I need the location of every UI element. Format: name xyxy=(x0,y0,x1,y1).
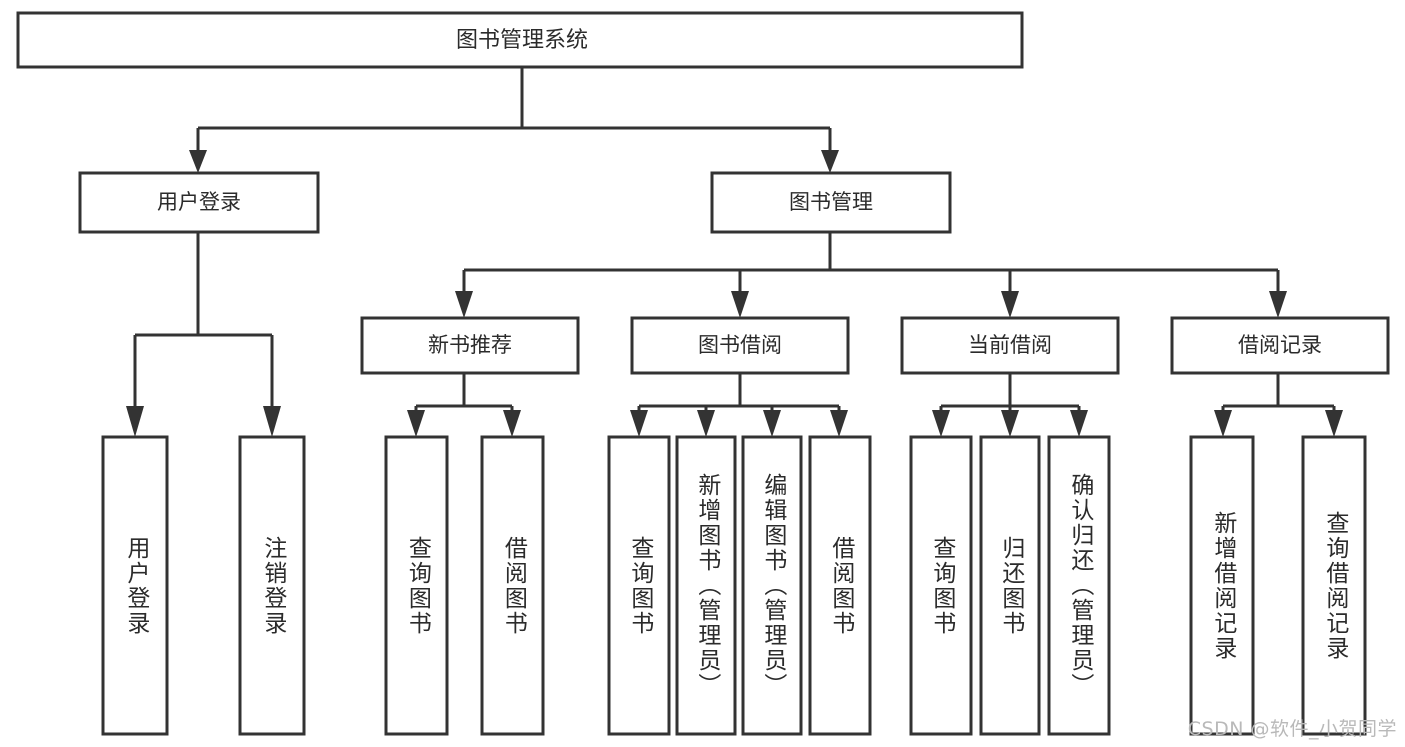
arrow-to-current-borrow xyxy=(1001,291,1019,318)
arrow-to-leaf-borrow-book-a xyxy=(503,410,521,437)
node-new-book-recommend-label: 新书推荐 xyxy=(428,333,512,357)
node-borrow-record-label: 借阅记录 xyxy=(1238,333,1322,357)
arrow-to-leaf-query-book-b xyxy=(630,410,648,437)
leaf-box-borrow-book-b[interactable] xyxy=(808,435,872,736)
arrow-to-new-book-rec xyxy=(455,291,473,318)
arrow-to-leaf-add-book xyxy=(697,410,715,437)
leaf-box-query-book-b[interactable] xyxy=(607,435,671,736)
watermark-text: CSDN @软件_小贺同学 xyxy=(1187,718,1397,740)
arrow-to-leaf-return-book xyxy=(1001,410,1019,437)
node-current-borrow-box[interactable] xyxy=(900,316,1120,375)
arrow-to-leaf-query-book-a xyxy=(407,410,425,437)
node-book-borrow-box[interactable] xyxy=(630,316,850,375)
arrow-to-leaf-confirm-return xyxy=(1070,410,1088,437)
node-root-label: 图书管理系统 xyxy=(456,28,588,53)
leaf-box-query-record[interactable] xyxy=(1301,435,1367,736)
leaf-box-query-book-c[interactable] xyxy=(909,435,973,736)
node-book-management-label: 图书管理 xyxy=(789,190,873,214)
arrow-to-book-borrow xyxy=(731,291,749,318)
leaf-box-borrow-book-a[interactable] xyxy=(480,435,545,736)
node-user-login-box[interactable] xyxy=(78,171,320,234)
node-user-login-label: 用户登录 xyxy=(157,190,241,214)
leaf-box-user-login[interactable] xyxy=(101,435,169,736)
node-book-management-box[interactable] xyxy=(710,171,952,234)
leaf-box-edit-book[interactable] xyxy=(741,435,803,736)
leaf-box-query-book-a[interactable] xyxy=(384,435,449,736)
arrow-to-leaf-query-record xyxy=(1325,410,1343,437)
node-current-borrow-label: 当前借阅 xyxy=(968,333,1052,357)
arrow-to-leaf-user-login xyxy=(126,406,144,437)
arrow-to-user-login xyxy=(189,150,207,173)
arrow-to-leaf-add-record xyxy=(1214,410,1232,437)
node-book-borrow-label: 图书借阅 xyxy=(698,333,782,357)
arrow-to-borrow-record xyxy=(1269,291,1287,318)
leaf-box-add-book[interactable] xyxy=(675,435,737,736)
connector-layer xyxy=(126,67,1343,437)
leaf-box-logout[interactable] xyxy=(238,435,306,736)
node-layer: 图书管理系统 用户登录 图书管理 新书推荐 图书借阅 当前借阅 借阅记录 xyxy=(16,11,1390,736)
leaf-box-return-book[interactable] xyxy=(979,435,1041,736)
node-root-box[interactable] xyxy=(16,11,1024,69)
arrow-to-leaf-borrow-book-b xyxy=(830,410,848,437)
arrow-to-leaf-logout xyxy=(263,406,281,437)
arrow-to-leaf-query-book-c xyxy=(932,410,950,437)
leaf-box-confirm-return[interactable] xyxy=(1047,435,1111,736)
node-new-book-recommend-box[interactable] xyxy=(360,316,580,375)
node-borrow-record-box[interactable] xyxy=(1170,316,1390,375)
arrow-to-book-management xyxy=(821,150,839,173)
leaf-box-add-record[interactable] xyxy=(1189,435,1255,736)
arrow-to-leaf-edit-book xyxy=(763,410,781,437)
